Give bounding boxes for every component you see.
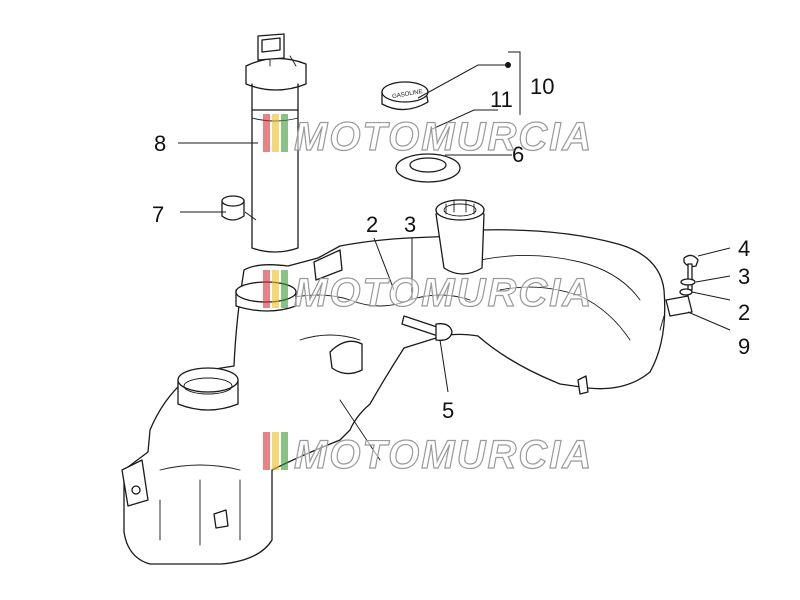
watermark-stripe-yellow <box>272 432 279 470</box>
filler-neck <box>435 199 485 275</box>
watermark-stripe-yellow <box>272 114 279 152</box>
watermark-stripe-yellow <box>272 270 279 308</box>
watermark-stripe-green <box>281 270 288 308</box>
watermark-top: MOTOMURCIA <box>263 114 593 160</box>
watermark-stripe-red <box>263 114 270 152</box>
watermark-text: MOTOMURCIA <box>294 271 593 315</box>
callout-number: 6 <box>512 142 524 167</box>
callout-number: 4 <box>738 236 750 261</box>
callout-numbers: 10 11 6 8 7 2 3 5 4 3 2 9 <box>152 74 750 423</box>
callout-number: 9 <box>738 334 750 359</box>
leader-lines <box>178 51 731 393</box>
callout-number: 2 <box>738 300 750 325</box>
cap-label-text: GASOLINE <box>392 89 423 100</box>
callout-number: 8 <box>154 131 166 156</box>
watermark-stripe-red <box>263 432 270 470</box>
callout-number: 11 <box>490 87 513 112</box>
callout-number: 2 <box>366 212 378 237</box>
callout-number: 3 <box>404 212 416 237</box>
callout-number: 5 <box>442 398 454 423</box>
callout-number: 3 <box>738 264 750 289</box>
bolt-washer-bracket-set <box>659 254 699 331</box>
watermark-text: MOTOMURCIA <box>294 433 593 477</box>
cap-gasket <box>395 153 461 183</box>
watermark-bottom: MOTOMURCIA <box>263 432 593 478</box>
watermark-stripe-green <box>281 114 288 152</box>
mounting-screw <box>401 315 453 341</box>
callout-number: 10 <box>530 74 554 99</box>
watermark-stripe-red <box>263 270 270 308</box>
watermark-stripe-green <box>281 432 288 470</box>
watermark-text: MOTOMURCIA <box>294 115 593 159</box>
callout-number: 7 <box>152 202 164 227</box>
watermark-middle: MOTOMURCIA <box>263 270 593 316</box>
